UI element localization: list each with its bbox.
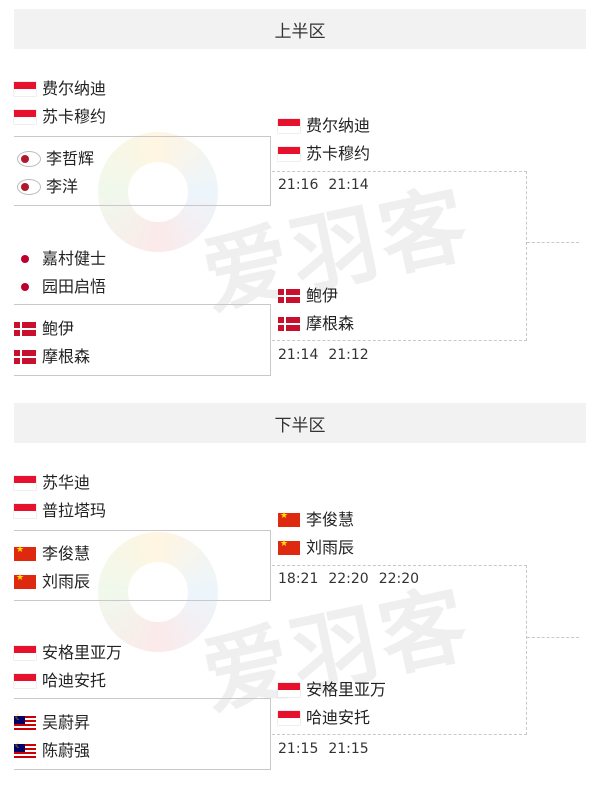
bracket-connector (272, 565, 527, 735)
china-flag-icon (278, 511, 300, 527)
indonesia-flag-icon (14, 82, 36, 96)
section-header-bottom: 下半区 (14, 403, 586, 443)
player-name: 费尔纳迪 (42, 79, 107, 98)
indonesia-flag-icon (14, 674, 36, 688)
japan-flag-icon (14, 252, 36, 266)
player-name: 鲍伊 (306, 286, 339, 305)
match-score: 21:14 21:12 (278, 347, 379, 363)
player-name: 李洋 (46, 177, 79, 196)
player-name: 苏华迪 (42, 473, 91, 492)
player-row[interactable]: 李哲辉 (14, 146, 94, 172)
game-score: 18:21 (278, 571, 319, 587)
indonesia-flag-icon (278, 147, 300, 161)
player-row[interactable]: 园田启悟 (14, 274, 106, 300)
indonesia-flag-icon (278, 683, 300, 697)
player-row[interactable]: 费尔纳迪 (278, 113, 370, 139)
indonesia-flag-icon (14, 476, 36, 490)
player-row[interactable]: 费尔纳迪 (14, 76, 106, 102)
malaysia-flag-icon (14, 741, 36, 758)
match-connector (14, 698, 271, 770)
china-flag-icon (278, 539, 300, 555)
player-name: 安格里亚万 (306, 680, 387, 699)
player-row[interactable]: 李俊慧 (14, 541, 90, 567)
chinese-taipei-flag-icon (18, 152, 40, 166)
bracket-output-line (527, 242, 579, 243)
player-name: 苏卡穆约 (306, 144, 371, 163)
match-score: 21:15 21:15 (278, 741, 379, 757)
player-name: 嘉村健士 (42, 249, 107, 268)
indonesia-flag-icon (14, 110, 36, 124)
match-connector (14, 304, 271, 376)
indonesia-flag-icon (278, 119, 300, 133)
player-name: 哈迪安托 (42, 671, 107, 690)
player-name: 园田启悟 (42, 277, 107, 296)
indonesia-flag-icon (14, 646, 36, 660)
denmark-flag-icon (278, 289, 300, 303)
japan-flag-icon (14, 280, 36, 294)
match-connector (14, 530, 271, 601)
match-connector (14, 136, 271, 206)
player-name: 刘雨辰 (42, 572, 91, 591)
malaysia-flag-icon (14, 713, 36, 730)
player-row[interactable]: 普拉塔玛 (14, 498, 106, 524)
game-score: 21:15 (278, 741, 319, 757)
player-name: 鲍伊 (42, 319, 75, 338)
player-row[interactable]: 摩根森 (14, 344, 90, 370)
player-name: 费尔纳迪 (306, 116, 371, 135)
player-name: 苏卡穆约 (42, 107, 107, 126)
denmark-flag-icon (14, 322, 36, 336)
player-name: 陈蔚强 (42, 741, 91, 760)
player-row[interactable]: 鲍伊 (14, 316, 74, 342)
player-name: 安格里亚万 (42, 643, 123, 662)
player-row[interactable]: 苏卡穆约 (278, 141, 370, 167)
player-row[interactable]: 李俊慧 (278, 507, 354, 533)
player-row[interactable]: 哈迪安托 (278, 705, 370, 731)
player-row[interactable]: 哈迪安托 (14, 668, 106, 694)
game-score: 21:16 (278, 177, 319, 193)
player-row[interactable]: 刘雨辰 (278, 535, 354, 561)
player-row[interactable]: 嘉村健士 (14, 246, 106, 272)
player-name: 吴蔚昇 (42, 713, 91, 732)
player-name: 李俊慧 (306, 510, 355, 529)
denmark-flag-icon (278, 317, 300, 331)
game-score: 22:20 (328, 571, 369, 587)
player-row[interactable]: 安格里亚万 (14, 640, 122, 666)
game-score: 21:14 (328, 177, 369, 193)
player-name: 哈迪安托 (306, 708, 371, 727)
player-row[interactable]: 陈蔚强 (14, 738, 90, 764)
player-name: 李俊慧 (42, 544, 91, 563)
player-name: 普拉塔玛 (42, 501, 107, 520)
player-row[interactable]: 安格里亚万 (278, 677, 386, 703)
player-row[interactable]: 苏华迪 (14, 470, 90, 496)
bracket-connector (272, 171, 527, 341)
game-score: 22:20 (378, 571, 420, 587)
game-score: 21:12 (328, 347, 369, 363)
chinese-taipei-flag-icon (18, 180, 40, 194)
player-row[interactable]: 李洋 (14, 174, 78, 200)
player-row[interactable]: 鲍伊 (278, 283, 338, 309)
player-row[interactable]: 吴蔚昇 (14, 710, 90, 736)
bracket-output-line (527, 637, 579, 638)
china-flag-icon (14, 573, 36, 589)
section-header-top: 上半区 (14, 9, 586, 49)
china-flag-icon (14, 545, 36, 561)
player-name: 刘雨辰 (306, 538, 355, 557)
indonesia-flag-icon (278, 711, 300, 725)
player-row[interactable]: 摩根森 (278, 311, 354, 337)
game-score: 21:14 (278, 347, 319, 363)
match-score: 21:16 21:14 (278, 177, 379, 193)
indonesia-flag-icon (14, 504, 36, 518)
match-score: 18:21 22:20 22:20 (278, 571, 429, 587)
game-score: 21:15 (328, 741, 369, 757)
player-row[interactable]: 苏卡穆约 (14, 104, 106, 130)
player-row[interactable]: 刘雨辰 (14, 569, 90, 595)
player-name: 李哲辉 (46, 149, 95, 168)
player-name: 摩根森 (42, 347, 91, 366)
player-name: 摩根森 (306, 314, 355, 333)
denmark-flag-icon (14, 350, 36, 364)
